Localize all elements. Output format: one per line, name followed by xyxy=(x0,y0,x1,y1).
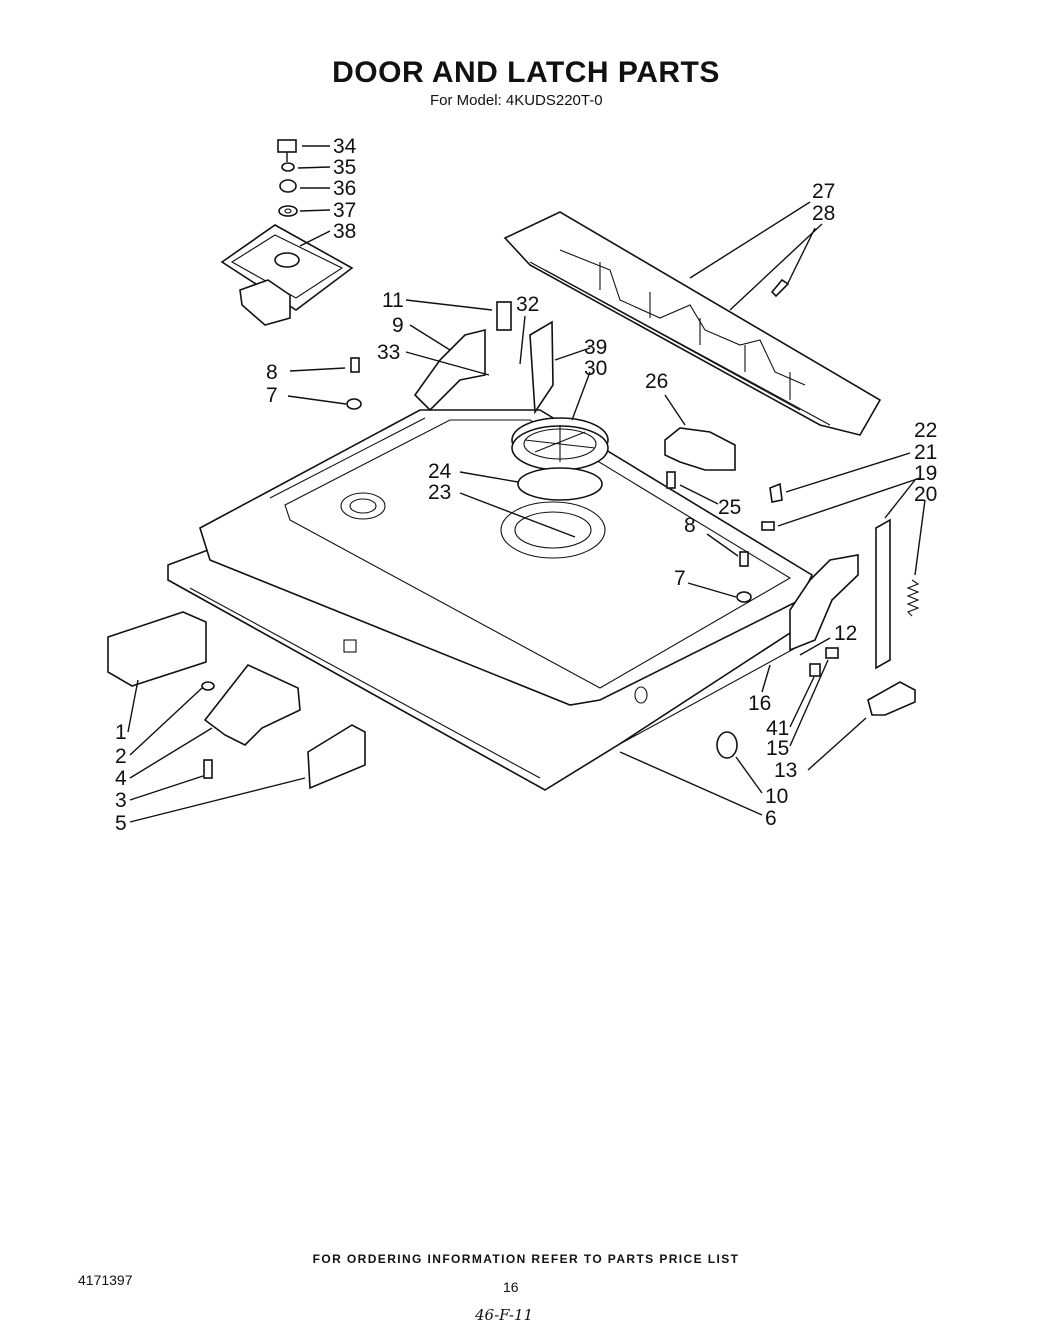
callout-1: 1 xyxy=(115,721,127,744)
callout-9: 9 xyxy=(392,314,404,337)
callout-8-right: 8 xyxy=(684,514,696,537)
small-bracket-11 xyxy=(496,301,512,331)
callout-2: 2 xyxy=(115,745,127,768)
callout-11: 11 xyxy=(382,289,404,312)
callout-20: 20 xyxy=(914,483,937,506)
ordering-note: FOR ORDERING INFORMATION REFER TO PARTS … xyxy=(312,1252,740,1266)
screw-21 xyxy=(761,521,775,531)
leader-lines xyxy=(127,145,926,823)
callout-12: 12 xyxy=(834,622,857,645)
callout-37: 37 xyxy=(333,199,356,222)
callout-38: 38 xyxy=(333,220,356,243)
callout-25: 25 xyxy=(718,496,741,519)
callout-39: 39 xyxy=(584,336,607,359)
page-title: DOOR AND LATCH PARTS xyxy=(332,56,720,89)
trim-strip xyxy=(529,320,554,415)
latch-spring xyxy=(906,579,920,617)
door-latch xyxy=(664,427,736,471)
callout-24: 24 xyxy=(428,460,452,483)
callout-labels: 34 35 36 37 38 27 28 11 32 9 39 33 30 8 … xyxy=(115,135,937,835)
callout-34: 34 xyxy=(333,135,357,158)
bushing-41 xyxy=(809,663,821,677)
dispenser-assembly xyxy=(220,224,354,326)
callout-26: 26 xyxy=(645,370,668,393)
callout-4: 4 xyxy=(115,767,127,790)
callout-21: 21 xyxy=(914,441,937,464)
mount-ring-inner xyxy=(514,511,592,549)
cover-plate-5 xyxy=(307,724,366,790)
clip-22 xyxy=(769,482,783,503)
washer-2 xyxy=(201,681,215,691)
callout-15: 15 xyxy=(766,737,789,760)
latch-bracket xyxy=(875,518,891,670)
callout-5: 5 xyxy=(115,812,127,835)
gasket-ring xyxy=(517,467,603,501)
screw-25 xyxy=(666,471,676,489)
callout-41: 41 xyxy=(766,717,789,740)
handwritten-note: 46-F-11 xyxy=(475,1306,534,1324)
callout-33: 33 xyxy=(377,341,400,364)
callout-19: 19 xyxy=(914,462,937,485)
callout-8-top: 8 xyxy=(266,361,278,384)
document-number: 4171397 xyxy=(78,1272,133,1288)
screw-28 xyxy=(770,278,790,298)
callout-7-right: 7 xyxy=(674,567,686,590)
screw-8-top xyxy=(350,357,360,373)
callout-28: 28 xyxy=(812,202,835,225)
callout-13: 13 xyxy=(774,759,797,782)
callout-10: 10 xyxy=(765,785,788,808)
page-number: 16 xyxy=(503,1279,519,1295)
hinge-cover-1 xyxy=(107,611,207,687)
plug-10 xyxy=(716,731,738,759)
knob-stack xyxy=(277,139,298,217)
callout-30: 30 xyxy=(584,357,607,380)
callout-27: 27 xyxy=(812,180,835,203)
callout-35: 35 xyxy=(333,156,356,179)
callout-22: 22 xyxy=(914,419,937,442)
screw-8-right xyxy=(739,551,749,567)
vent-grille xyxy=(503,211,882,436)
callout-7-top: 7 xyxy=(266,384,278,407)
pin-15 xyxy=(825,647,839,659)
wash-wheel xyxy=(511,417,609,471)
screw-3 xyxy=(203,759,213,779)
callout-16: 16 xyxy=(748,692,771,715)
callout-36: 36 xyxy=(333,177,356,200)
hinge-assembly xyxy=(203,664,301,746)
right-hinge-bracket xyxy=(789,554,859,652)
strike-bracket xyxy=(867,681,916,716)
callout-6: 6 xyxy=(765,807,777,830)
left-vent-part xyxy=(413,328,486,412)
model-subtitle: For Model: 4KUDS220T-0 xyxy=(430,92,603,109)
callout-32: 32 xyxy=(516,293,539,316)
callout-23: 23 xyxy=(428,481,451,504)
washer-7-right xyxy=(736,591,752,603)
mount-ring-outer xyxy=(500,501,606,559)
callout-3: 3 xyxy=(115,789,127,812)
washer-7-top xyxy=(346,398,362,410)
